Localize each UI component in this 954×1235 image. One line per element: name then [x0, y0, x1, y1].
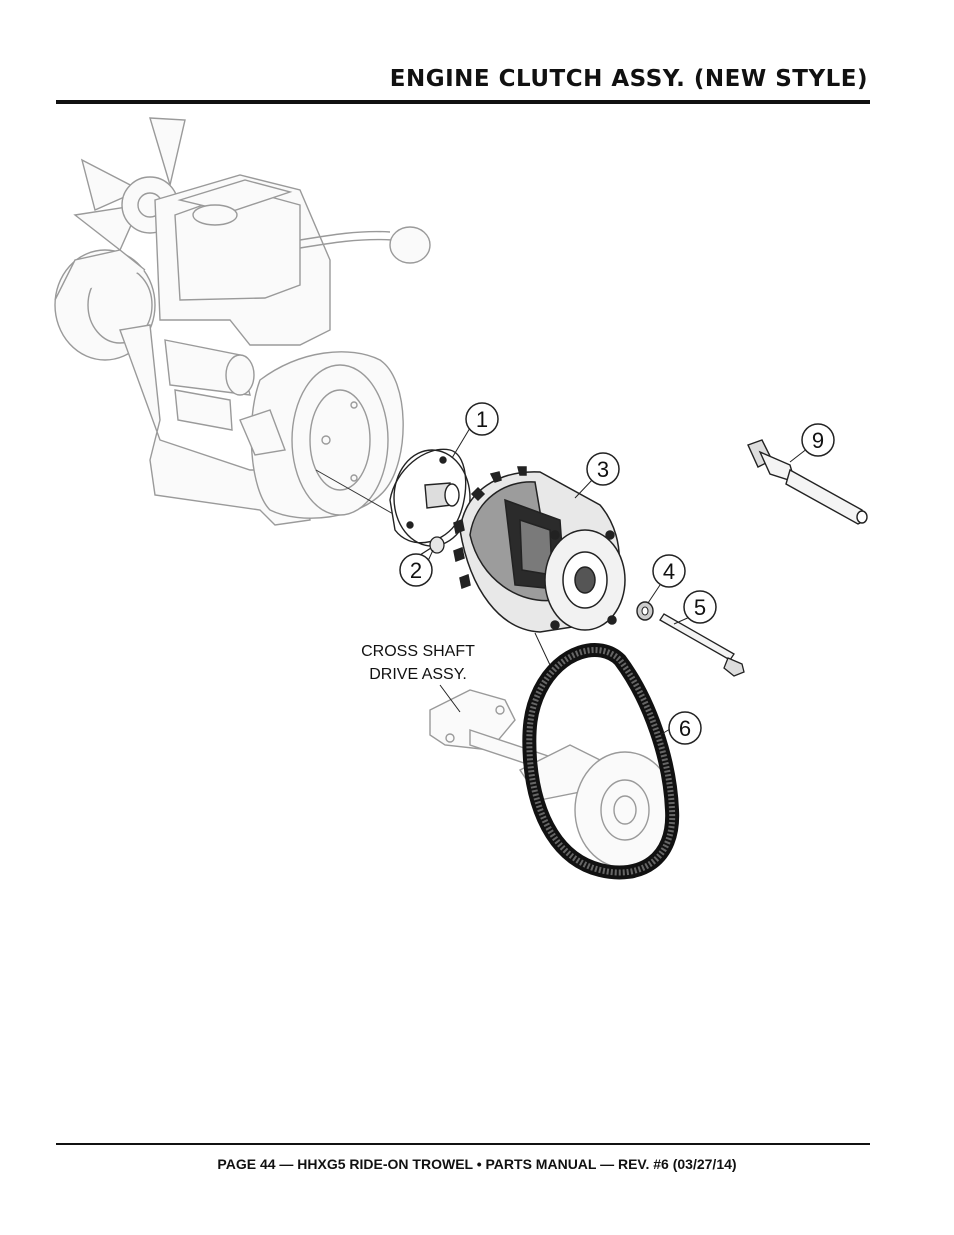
callout-5: 5	[683, 590, 717, 624]
cross-shaft-illustration	[429, 689, 676, 869]
callout-3: 3	[586, 452, 620, 486]
footer-rule	[56, 1143, 870, 1145]
page-footer: PAGE 44 — HHXG5 RIDE-ON TROWEL • PARTS M…	[217, 1156, 737, 1172]
svg-text:5: 5	[694, 595, 706, 620]
annotation-line-1: CROSS SHAFT	[361, 643, 475, 660]
engine-illustration	[54, 117, 431, 526]
shaft-part	[747, 439, 868, 525]
hub-adapter	[389, 448, 471, 547]
svg-text:9: 9	[812, 428, 824, 453]
svg-text:4: 4	[663, 559, 675, 584]
callout-leaders	[427, 427, 809, 736]
screw-part	[419, 536, 445, 556]
callout-1: 1	[465, 402, 499, 436]
svg-text:3: 3	[597, 457, 609, 482]
callout-2: 2	[399, 553, 433, 587]
page-title: ENGINE CLUTCH ASSY. (NEW STYLE)	[389, 66, 868, 92]
leader-line	[315, 469, 396, 516]
clutch-assembly	[453, 466, 626, 633]
header-rule	[56, 100, 870, 104]
callout-6: 6	[668, 711, 702, 745]
svg-text:2: 2	[410, 558, 422, 583]
annotation-line-2: DRIVE ASSY.	[369, 666, 467, 683]
belt-part	[522, 643, 680, 880]
callout-9: 9	[801, 423, 835, 457]
bolt-part	[659, 613, 745, 677]
callout-4: 4	[652, 554, 686, 588]
svg-text:6: 6	[679, 716, 691, 741]
svg-text:1: 1	[476, 407, 488, 432]
